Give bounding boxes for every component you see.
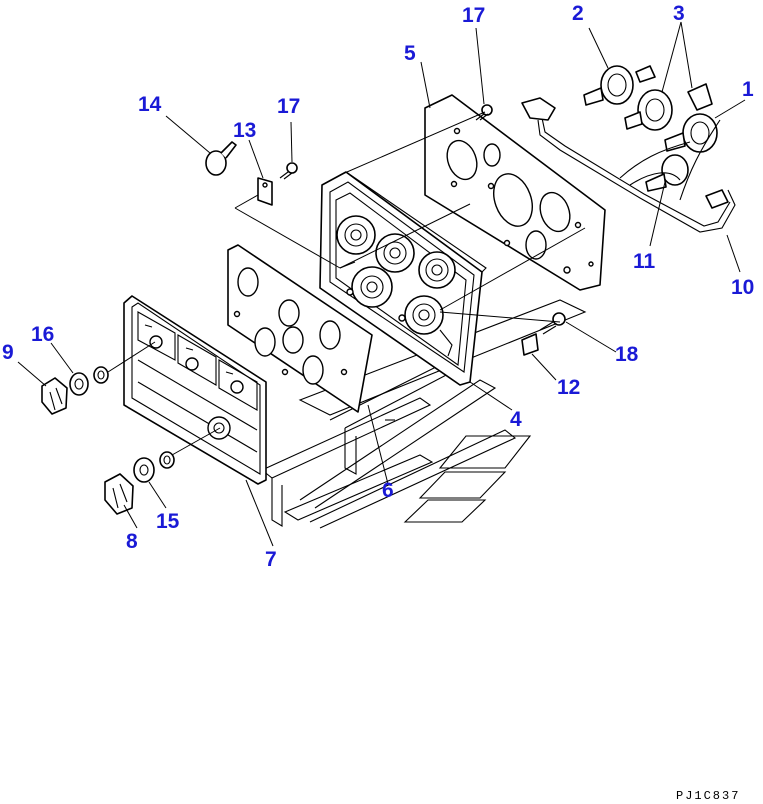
washer-15 (133, 457, 155, 483)
callout-4: 4 (510, 408, 522, 431)
bracket-13 (257, 177, 273, 206)
callout-3: 3 (673, 2, 685, 25)
callout-leaders (17, 21, 746, 547)
callout-labels: 1 2 3 5 17 14 13 17 10 11 12 18 4 6 7 8 … (2, 2, 754, 571)
rear-gauge-2 (583, 65, 634, 106)
screw-17-left (279, 162, 298, 180)
screw-17-right (475, 104, 493, 121)
callout-8: 8 (126, 530, 138, 553)
rear-gauge-11 (645, 154, 689, 192)
washer-16 (69, 372, 89, 396)
housing-gauges (336, 215, 456, 357)
rear-gauge-1 (664, 83, 718, 153)
rear-gauge-3 (624, 65, 673, 131)
front-panel (123, 295, 267, 485)
callout-5: 5 (404, 42, 416, 65)
clip-14 (205, 141, 237, 176)
callout-13: 13 (233, 119, 256, 142)
callout-16: 16 (31, 323, 54, 346)
callout-15: 15 (156, 510, 180, 533)
screw-18 (539, 312, 566, 335)
callout-1: 1 (742, 78, 754, 101)
knob-8 (104, 473, 134, 515)
callout-11: 11 (633, 250, 656, 273)
callout-2: 2 (572, 2, 584, 25)
assembly-axis-lines (107, 111, 586, 456)
callout-18: 18 (615, 343, 639, 366)
rear-plate (424, 94, 606, 291)
front-gasket (227, 244, 373, 413)
callout-10: 10 (731, 276, 754, 299)
nut-15 (159, 451, 175, 469)
callout-12: 12 (557, 376, 580, 399)
callout-7: 7 (265, 548, 277, 571)
drawing-code: PJ1C837 (676, 789, 740, 803)
nut-16 (93, 366, 109, 384)
wiring-harness (521, 97, 736, 233)
callout-17-right: 17 (462, 4, 485, 27)
bracket-12 (521, 333, 539, 356)
knob-9 (41, 377, 68, 415)
callout-17-left: 17 (277, 95, 300, 118)
callout-9: 9 (2, 341, 14, 364)
callout-6: 6 (382, 479, 394, 502)
callout-14: 14 (138, 93, 162, 116)
